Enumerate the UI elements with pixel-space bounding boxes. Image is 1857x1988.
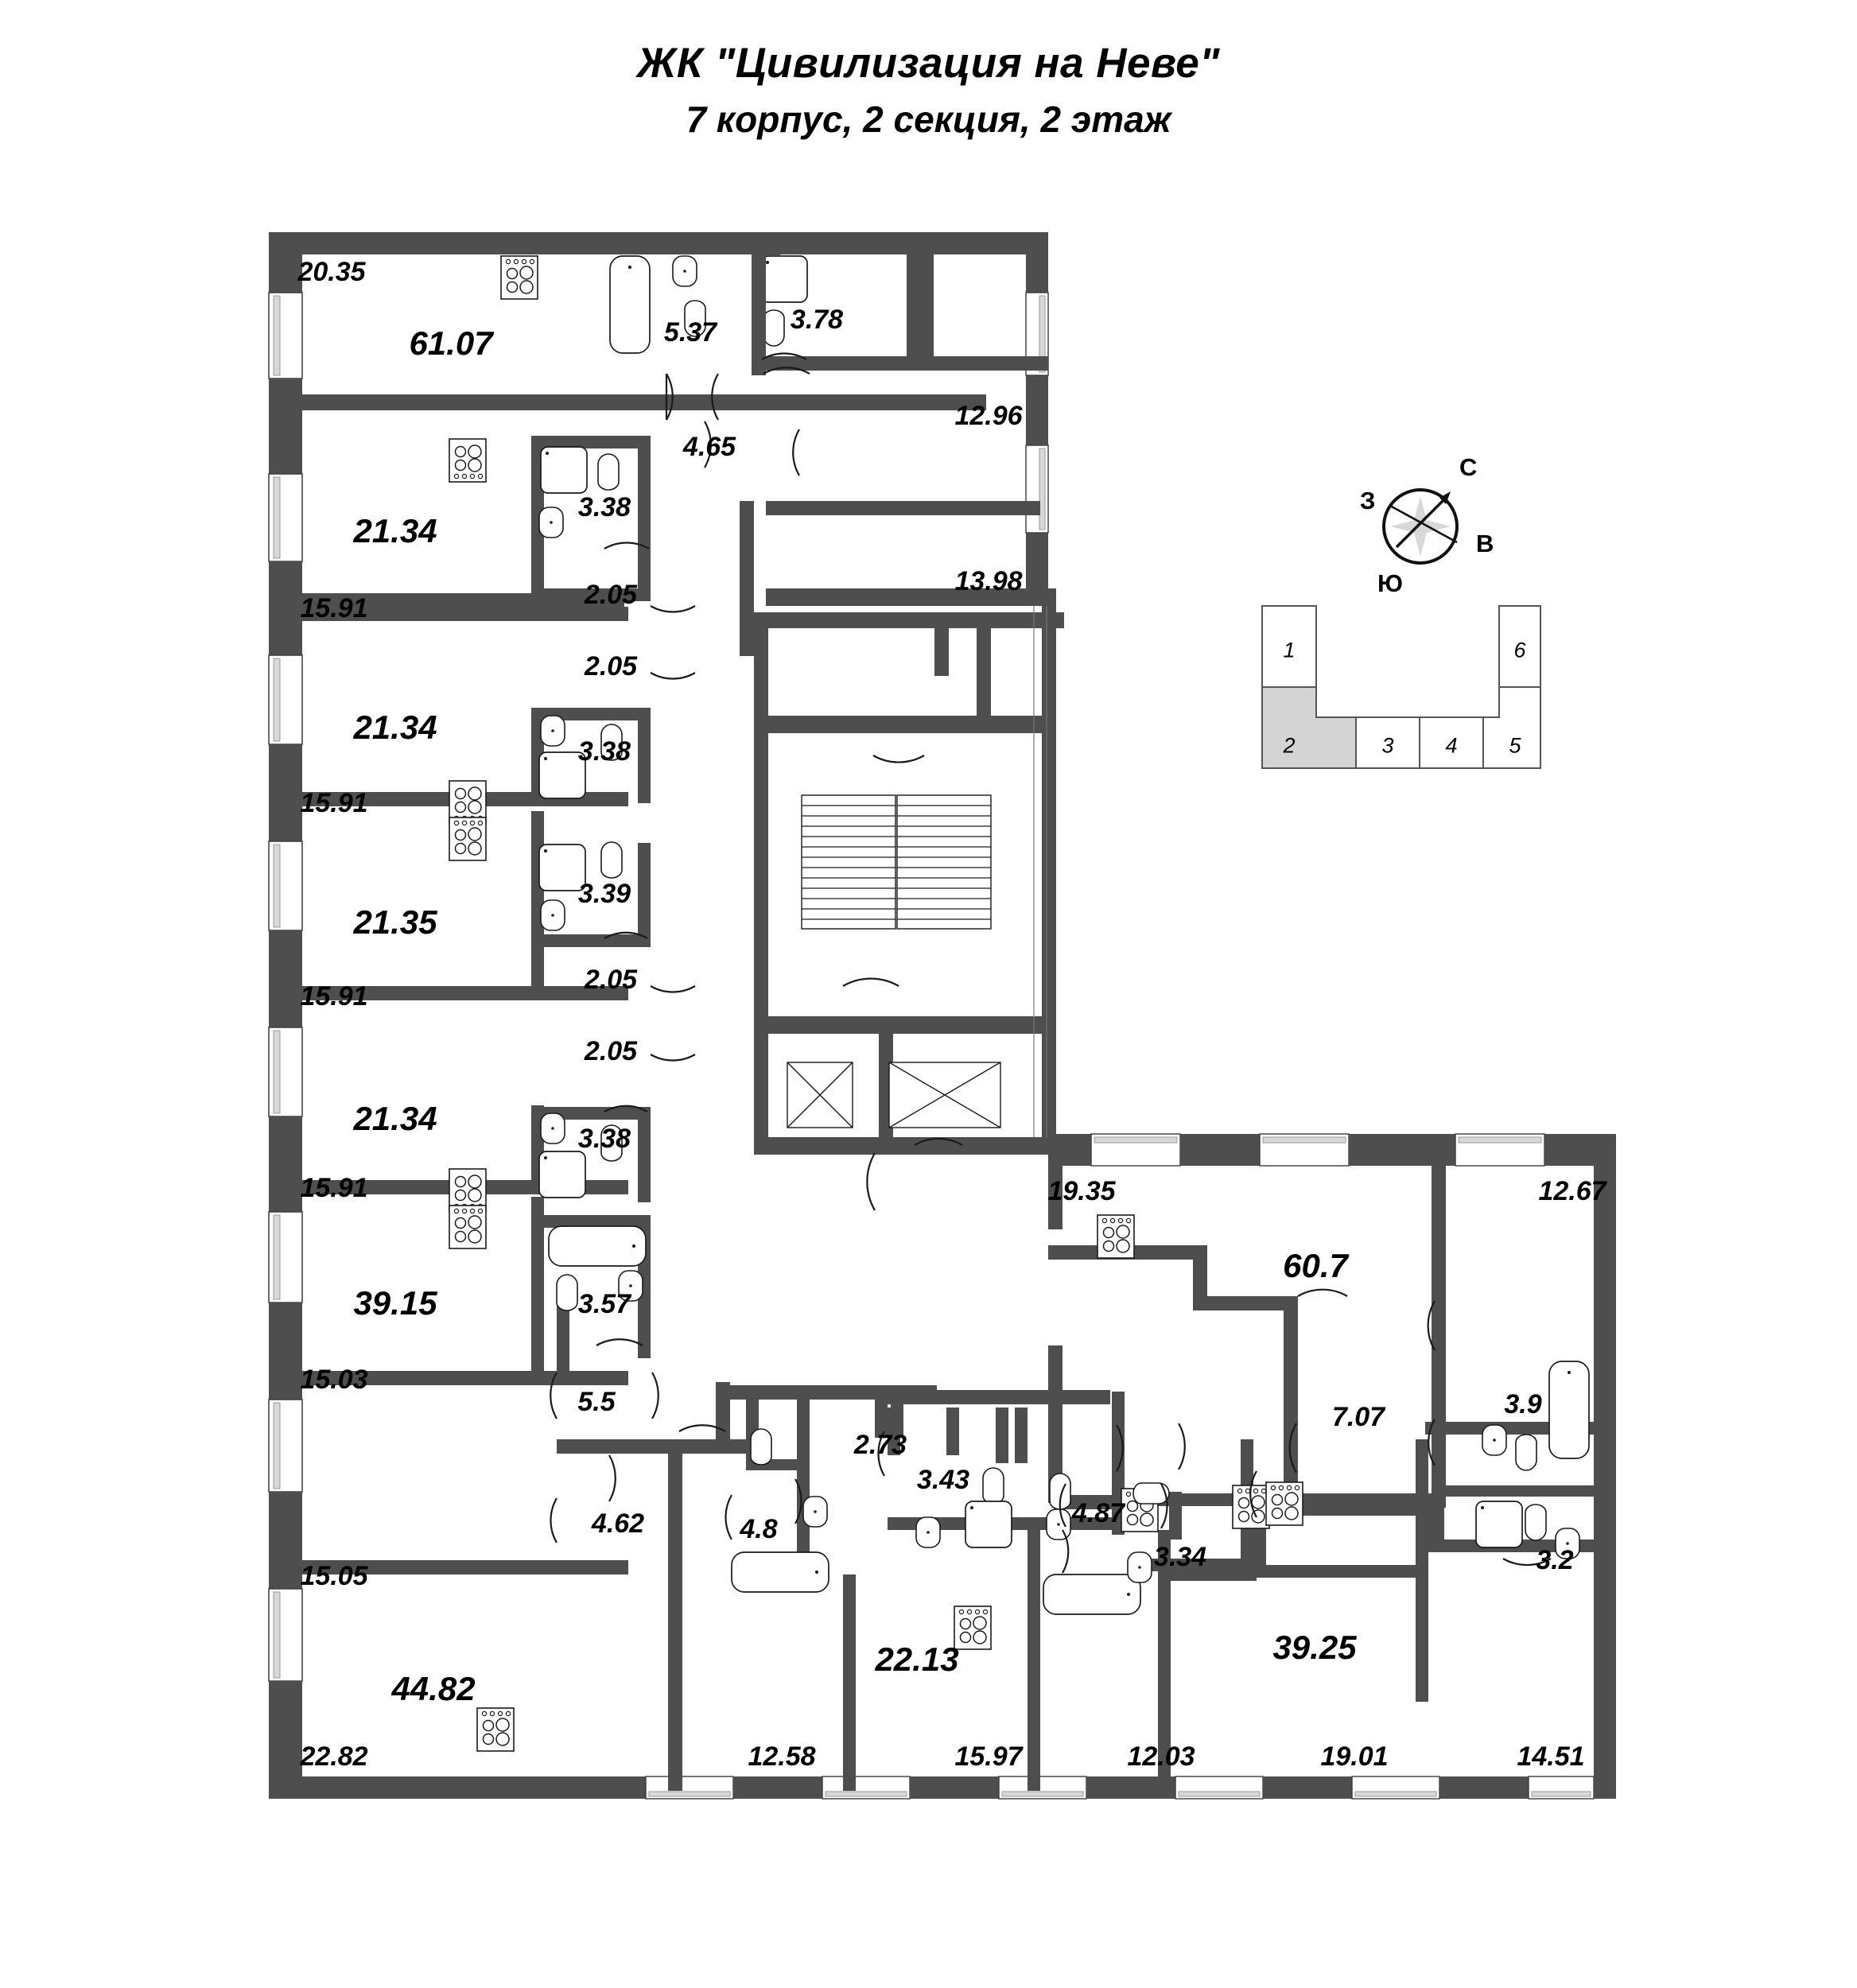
room-area-label: 13.98 bbox=[954, 566, 1023, 596]
south-exterior-wall bbox=[269, 1776, 1616, 1800]
reference-lines bbox=[1033, 606, 1047, 1137]
room-area-label: 44.82 bbox=[391, 1670, 476, 1707]
room-area-label: 21.35 bbox=[353, 903, 437, 941]
room-area-label: 21.34 bbox=[353, 512, 437, 549]
door-swings bbox=[550, 352, 1552, 1574]
key-label-1: 1 bbox=[1283, 638, 1296, 662]
room-area-label: 39.25 bbox=[1272, 1629, 1357, 1666]
key-label-4: 4 bbox=[1445, 733, 1458, 758]
room-area-label: 3.2 bbox=[1536, 1545, 1574, 1575]
room-area-label: 15.91 bbox=[300, 788, 368, 818]
room-area-label: 12.96 bbox=[954, 401, 1023, 431]
key-section-2[interactable] bbox=[1261, 686, 1357, 769]
room-area-label: 21.34 bbox=[353, 1100, 437, 1137]
right-wing-partitions bbox=[1048, 1134, 1446, 1532]
room-area-label: 4.62 bbox=[591, 1508, 645, 1539]
room-area-label: 22.82 bbox=[300, 1741, 368, 1772]
title-block: ЖК "Цивилизация на Неве" 7 корпус, 2 сек… bbox=[0, 41, 1857, 138]
room-area-label: 21.34 bbox=[353, 709, 437, 746]
key-label-2: 2 bbox=[1283, 733, 1296, 758]
room-area-label: 12.67 bbox=[1538, 1176, 1606, 1206]
staircase bbox=[801, 794, 992, 930]
room-area-label: 3.39 bbox=[577, 879, 631, 909]
room-area-label: 2.05 bbox=[584, 965, 638, 995]
room-area-label: 39.15 bbox=[353, 1284, 437, 1322]
room-area-label: 3.38 bbox=[577, 736, 631, 767]
room-area-label: 4.87 bbox=[1071, 1498, 1125, 1528]
room-area-label: 7.07 bbox=[1331, 1402, 1385, 1432]
room-area-label: 2.05 bbox=[584, 651, 638, 681]
room-area-label: 5.5 bbox=[577, 1387, 616, 1417]
key-section-6[interactable] bbox=[1498, 605, 1541, 688]
room-area-label: 5.37 bbox=[663, 317, 717, 348]
key-section-1[interactable] bbox=[1261, 605, 1317, 688]
compass-rose: С З В Ю bbox=[1344, 453, 1503, 604]
key-label-5: 5 bbox=[1509, 733, 1521, 758]
room-area-label: 3.57 bbox=[577, 1289, 631, 1319]
key-label-3: 3 bbox=[1381, 733, 1394, 758]
room-area-label: 2.73 bbox=[853, 1430, 907, 1460]
page-title: ЖК "Цивилизация на Неве" bbox=[637, 40, 1220, 87]
key-section-4[interactable] bbox=[1419, 716, 1484, 769]
key-label-6: 6 bbox=[1513, 638, 1526, 662]
left-wing-wetrooms bbox=[531, 436, 651, 1358]
room-area-label: 4.8 bbox=[740, 1514, 778, 1544]
section-key-diagram: 1 2 3 4 5 6 bbox=[1261, 604, 1595, 769]
elevator-shafts bbox=[787, 1062, 1001, 1128]
room-area-label: 14.51 bbox=[1517, 1741, 1585, 1772]
room-area-label: 12.58 bbox=[748, 1741, 816, 1772]
room-area-label: 15.05 bbox=[300, 1561, 368, 1591]
page-subtitle: 7 корпус, 2 секция, 2 этаж bbox=[686, 98, 1171, 140]
compass-north-label: С bbox=[1459, 453, 1478, 481]
top-right-block bbox=[766, 232, 1048, 606]
room-area-label: 3.38 bbox=[577, 1124, 631, 1154]
room-area-label: 3.34 bbox=[1153, 1542, 1207, 1572]
room-area-label: 19.35 bbox=[1047, 1176, 1116, 1206]
room-area-label: 2.05 bbox=[584, 580, 638, 610]
room-area-label: 15.97 bbox=[954, 1741, 1023, 1772]
compass-east-label: В bbox=[1476, 530, 1494, 557]
compass-west-label: З bbox=[1360, 487, 1376, 514]
room-area-label: 12.03 bbox=[1127, 1741, 1195, 1772]
room-area-label: 15.03 bbox=[300, 1365, 368, 1395]
room-area-label: 4.65 bbox=[682, 432, 736, 462]
room-area-label: 2.05 bbox=[584, 1036, 638, 1066]
room-area-label: 3.78 bbox=[790, 305, 844, 335]
west-exterior-wall bbox=[268, 232, 303, 1799]
room-area-label: 3.43 bbox=[916, 1465, 970, 1495]
room-area-label: 15.91 bbox=[300, 981, 368, 1011]
room-area-label: 15.91 bbox=[300, 1173, 368, 1203]
room-area-label: 19.01 bbox=[1320, 1741, 1389, 1772]
room-area-label: 3.38 bbox=[577, 492, 631, 522]
room-area-label: 20.35 bbox=[297, 257, 366, 287]
room-area-label: 22.13 bbox=[875, 1640, 959, 1678]
room-area-label: 15.91 bbox=[300, 593, 368, 623]
room-area-label: 61.07 bbox=[409, 324, 493, 362]
compass-south-label: Ю bbox=[1377, 569, 1403, 597]
room-area-label: 3.9 bbox=[1504, 1389, 1542, 1419]
room-area-label: 60.7 bbox=[1283, 1247, 1348, 1284]
